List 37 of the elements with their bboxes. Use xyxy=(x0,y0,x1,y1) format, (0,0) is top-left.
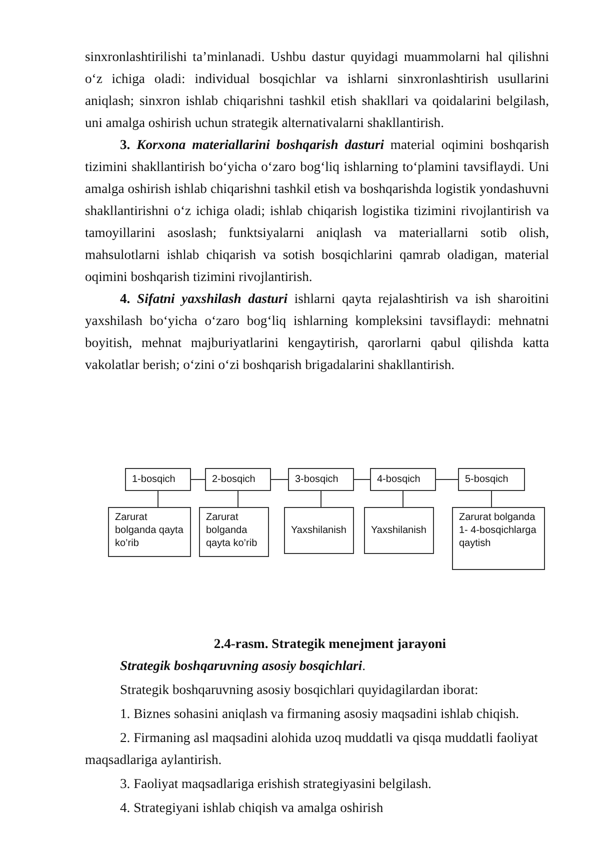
connector-line xyxy=(190,479,206,480)
list-item: 1. Biznes sohasini aniqlash va firmaning asosiy maqsadini ishlab chiqish. xyxy=(120,705,520,723)
process-box xyxy=(284,507,354,554)
process-box xyxy=(125,468,191,491)
box-label: 4-bosqich xyxy=(377,473,422,486)
box-label: 2-bosqich xyxy=(212,473,256,486)
process-box xyxy=(458,468,525,491)
process-box xyxy=(199,507,269,557)
process-box xyxy=(288,468,354,491)
process-box xyxy=(364,507,434,554)
connector-line xyxy=(354,479,370,480)
list-item: 3. Faoliyat maqsadlariga erishish strategiyasini belgilash. xyxy=(120,775,432,793)
connector-line xyxy=(491,490,492,508)
box-label: Yaxshilanish xyxy=(371,524,427,537)
process-box xyxy=(108,507,191,557)
paragraph: 4. Sifatni yaxshilash dasturi ishlarni qayta rejalashtirish va ish sharoitini yaxshilash bo‘yicha o‘zaro bog‘liq ishlarning kompleksini tavsiflaydi: mehnatni boyitish, mehnat majburiyatlarini kengaytirish, qarorlarni qabul qilishda katta vakolatlar berish; o‘zini o‘zi boshqarish brigadalarini shakllantirish. xyxy=(85,290,549,374)
paragraph: sinxronlashtirilishi ta’minlanadi. Ushbu dastur quyidagi muammolarni hal qilishni o‘z ichiga oladi: individual bosqichlar va ishlarni sinxronlashtirish usullarini aniqlash; sinxron ishlab chiqarishni tashkil etish shakllari va qoidalarini belgilash, uni amalga oshirish uchun strategik alternativalarni shakllantirish. xyxy=(85,48,549,132)
connector-line xyxy=(436,479,458,480)
box-label: 5-bosqich xyxy=(465,473,510,486)
list-item: 4. Strategiyani ishlab chiqish va amalga oshirish xyxy=(120,799,384,817)
connector-line xyxy=(402,490,404,508)
box-label: Zarurat bolganda 1- 4-bosqichlarga qaytish xyxy=(459,511,538,550)
process-box xyxy=(370,468,436,491)
process-box xyxy=(452,507,545,570)
section-heading: Strategik boshqaruvning asosiy bosqichlari. xyxy=(120,657,366,675)
paragraph: Strategik boshqaruvning asosiy bosqichlari quyidagilardan iborat: xyxy=(120,681,480,699)
box-label: Yaxshilanish xyxy=(291,524,347,537)
figure-caption: 2.4-rasm. Strategik menejment jarayoni xyxy=(212,635,448,653)
box-label: Zarurat bolganda qayta ko’rib xyxy=(206,511,258,550)
connector-line xyxy=(270,479,288,480)
box-label: Zarurat bolganda qayta ko’rib xyxy=(115,511,184,550)
box-label: 1-bosqich xyxy=(132,473,176,486)
box-label: 3-bosqich xyxy=(295,473,340,486)
paragraph: 3. Korxona materiallarini boshqarish dasturi material oqimini boshqarish tizimini shakllantirish bo‘yicha o‘zaro bog‘liq ishlarning to‘plamini tavsiflaydi. Uni amalga oshirish ishlab chiqarishni tashkil etish va boshqarishda logistik yondashuvni shakllantirishni o‘z ichiga oladi; ishlab chiqarish logistika tizimini rivojlantirish va tamoyillarini asoslash; funktsiyalarni aniqlash va materiallarni sotib olish, mahsulotlarni ishlab chiqarish va sotish bosqichlarini qamrab oladigan, material oqimini boshqarish tizimini rivojlantirish. xyxy=(85,136,549,286)
process-box xyxy=(205,468,271,491)
list-item: 2. Firmaning asl maqsadini alohida uzoq muddatli va qisqa muddatli faoliyat maqsadlariga aylantirish. xyxy=(85,729,539,769)
connector-line xyxy=(320,490,322,508)
